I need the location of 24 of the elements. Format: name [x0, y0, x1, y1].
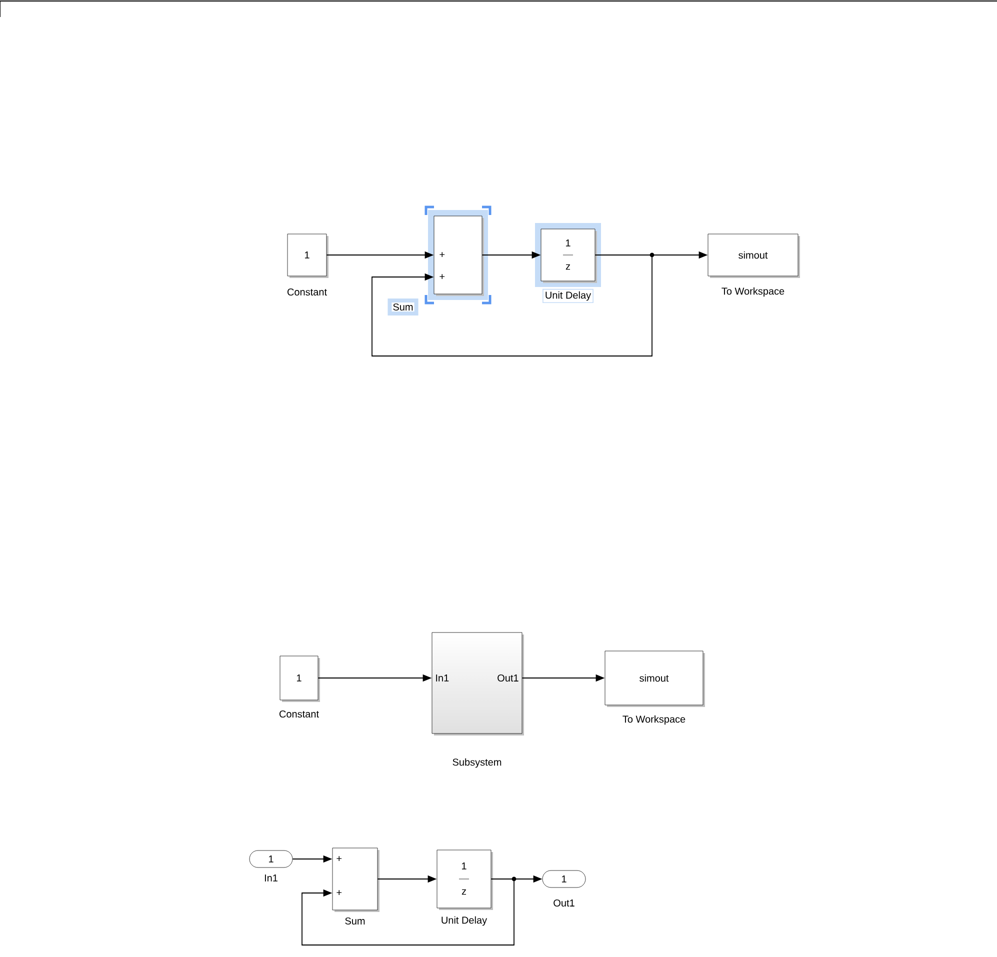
unit-delay-block: 1 z — [535, 223, 601, 287]
block-label: Unit Delay — [542, 288, 594, 304]
block-label: To Workspace — [722, 287, 784, 297]
block-label: Sum — [388, 298, 418, 316]
to-workspace-block: simout — [708, 234, 800, 278]
sum-block: + + — [332, 848, 380, 912]
to-workspace-block: simout — [604, 650, 705, 707]
inport-block: 1 — [249, 850, 293, 868]
block-label: In1 — [264, 874, 278, 882]
signal-line — [372, 254, 652, 356]
outport-block: 1 — [542, 870, 586, 888]
block-label: Constant — [280, 710, 319, 718]
sum-block: + + — [424, 206, 492, 304]
subsystem-block: In1 Out1 — [432, 632, 524, 736]
unit-delay-block: 1 z — [436, 850, 493, 910]
block-label: Unit Delay — [442, 916, 488, 926]
constant-block: 1 — [280, 656, 320, 702]
block-label: Out1 — [554, 899, 574, 907]
constant-block: 1 — [287, 234, 328, 278]
block-label: Subsystem — [452, 758, 502, 768]
signal-line — [302, 878, 514, 946]
block-label: Constant — [288, 288, 327, 296]
block-label: To Workspace — [622, 715, 686, 725]
block-label: Sum — [345, 917, 365, 925]
